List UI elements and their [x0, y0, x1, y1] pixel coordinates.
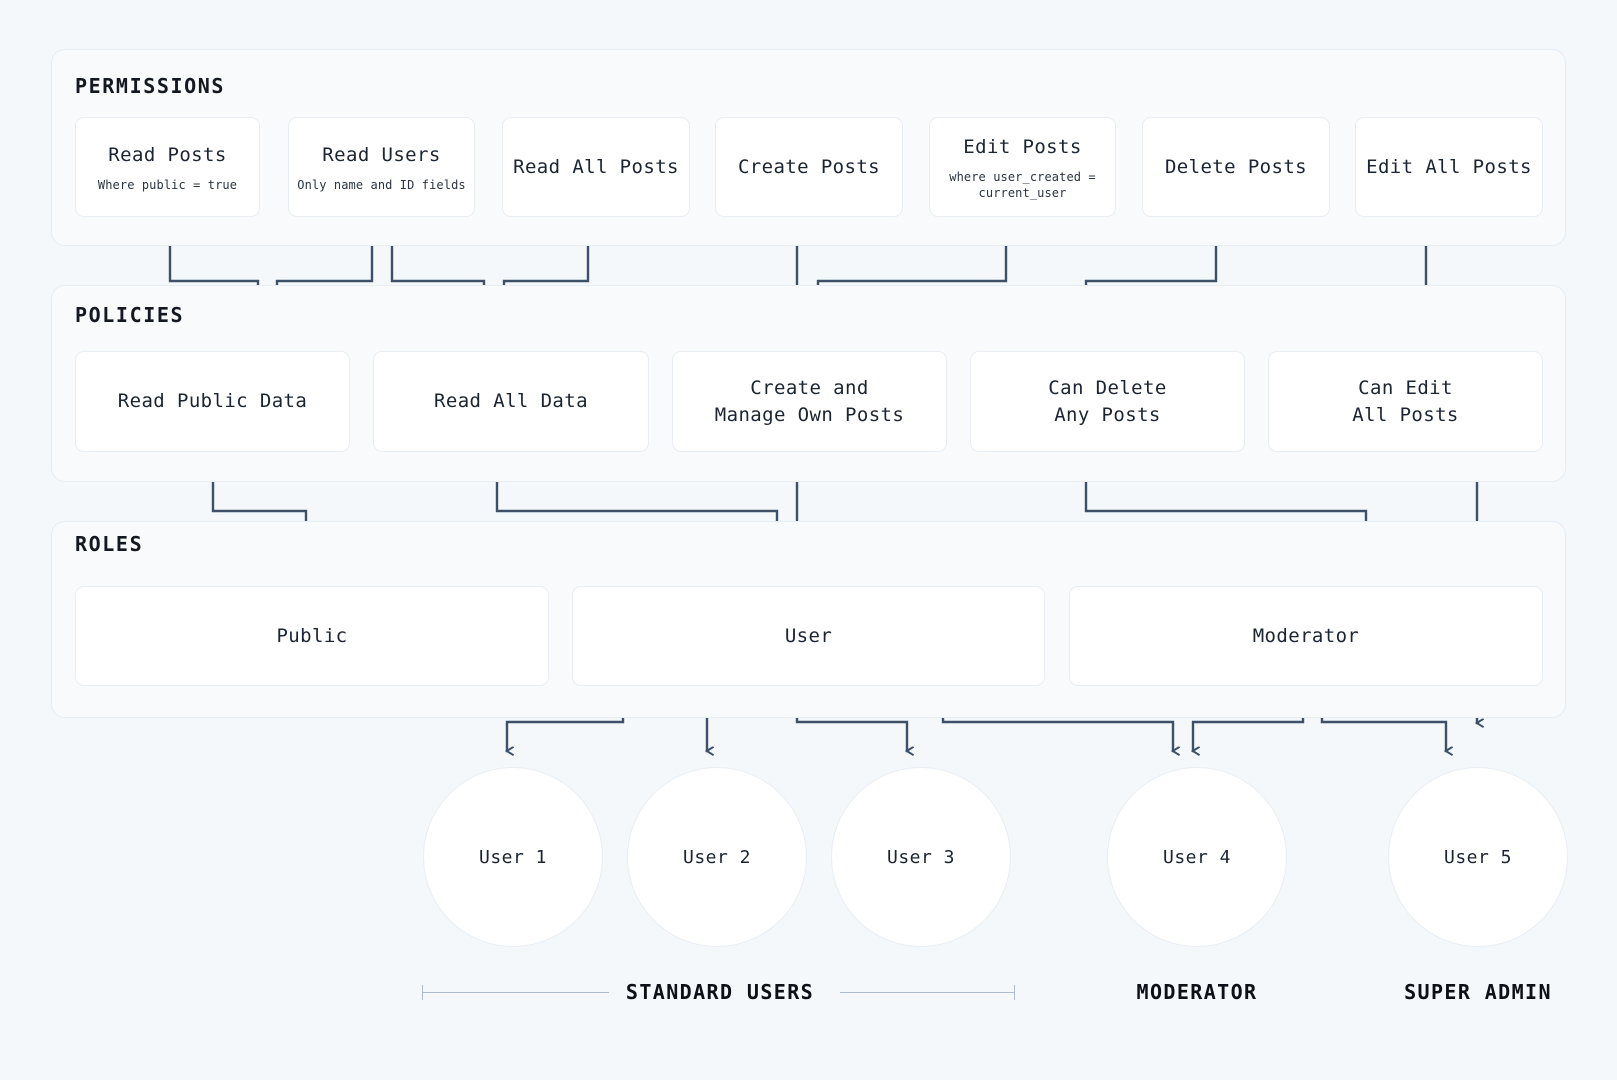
permission-subtitle: where user_created = current_user — [949, 169, 1096, 200]
permission-card-delete-posts[interactable]: Delete Posts — [1142, 117, 1330, 217]
user-node-2[interactable]: User 2 — [627, 767, 807, 947]
user-label: User 1 — [478, 846, 548, 868]
user-node-4[interactable]: User 4 — [1107, 767, 1287, 947]
role-card-moderator[interactable]: Moderator — [1069, 586, 1543, 686]
permission-card-read-all-posts[interactable]: Read All Posts — [502, 117, 690, 217]
permission-title: Edit Posts — [963, 135, 1082, 158]
group-label-moderator: MODERATOR — [1136, 980, 1258, 1004]
role-title: Moderator — [1252, 625, 1360, 647]
permission-subtitle: Only name and ID fields — [297, 177, 466, 192]
role-card-public[interactable]: Public — [75, 586, 549, 686]
policy-title: Read All Data — [434, 390, 588, 412]
user-label: User 2 — [682, 846, 752, 868]
permission-title: Read All Posts — [513, 156, 679, 178]
group-label-super-admin: SUPER ADMIN — [1404, 980, 1552, 1004]
permission-card-edit-all-posts[interactable]: Edit All Posts — [1355, 117, 1543, 217]
permissions-band-title: PERMISSIONS — [75, 74, 226, 98]
role-card-user[interactable]: User — [572, 586, 1045, 686]
permission-card-read-users[interactable]: Read Users Only name and ID fields — [288, 117, 475, 217]
policy-card-can-delete-any-posts[interactable]: Can Delete Any Posts — [970, 351, 1245, 452]
permission-title: Edit All Posts — [1366, 156, 1532, 178]
policy-title: Can Delete Any Posts — [1048, 376, 1167, 426]
user-node-3[interactable]: User 3 — [831, 767, 1011, 947]
roles-band-title: ROLES — [75, 532, 144, 556]
group-label-standard-users: STANDARD USERS — [625, 980, 815, 1004]
policy-card-read-public-data[interactable]: Read Public Data — [75, 351, 350, 452]
policy-card-can-edit-all-posts[interactable]: Can Edit All Posts — [1268, 351, 1543, 452]
policy-card-create-manage-own-posts[interactable]: Create and Manage Own Posts — [672, 351, 947, 452]
standard-users-bracket — [422, 985, 1015, 1000]
policy-title: Read Public Data — [117, 390, 308, 412]
permission-card-create-posts[interactable]: Create Posts — [715, 117, 903, 217]
role-title: User — [784, 625, 833, 647]
user-label: User 5 — [1443, 846, 1513, 868]
policy-title: Create and Manage Own Posts — [714, 376, 905, 426]
permission-card-read-posts[interactable]: Read Posts Where public = true — [75, 117, 260, 217]
policies-band-title: POLICIES — [75, 303, 185, 327]
permission-card-edit-posts[interactable]: Edit Posts where user_created = current_… — [929, 117, 1116, 217]
role-title: Public — [276, 625, 348, 647]
permission-subtitle: Where public = true — [97, 177, 238, 192]
user-node-5[interactable]: User 5 — [1388, 767, 1568, 947]
user-label: User 4 — [1162, 846, 1232, 868]
permission-title: Delete Posts — [1164, 156, 1308, 178]
user-node-1[interactable]: User 1 — [423, 767, 603, 947]
permission-title: Create Posts — [737, 156, 881, 178]
policy-card-read-all-data[interactable]: Read All Data — [373, 351, 649, 452]
user-label: User 3 — [886, 846, 956, 868]
permission-title: Read Posts — [108, 143, 227, 166]
policy-title: Can Edit All Posts — [1352, 376, 1459, 426]
permission-title: Read Users — [322, 143, 441, 166]
